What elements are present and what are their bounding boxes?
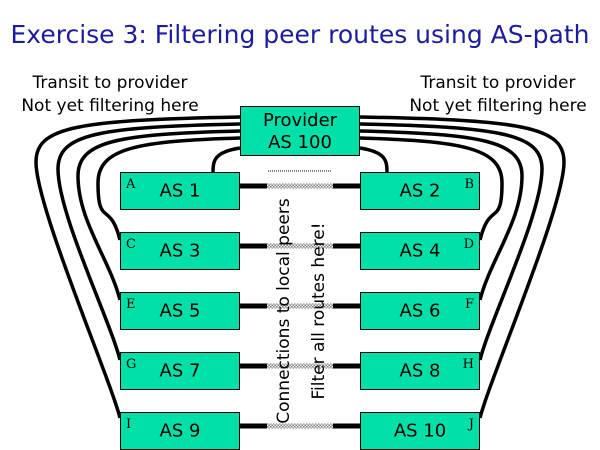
left-box-e: E AS 5	[120, 292, 240, 330]
box-label: AS 3	[159, 240, 201, 262]
transit-left-i	[34, 115, 241, 419]
transit-right-h	[359, 122, 544, 361]
peer-link-2-seg1	[267, 243, 333, 249]
peer-link-3-seg1	[267, 303, 333, 309]
transit-right-f	[359, 129, 524, 301]
provider-box: Provider AS 100	[240, 106, 360, 156]
peer-link-5-seg0	[240, 423, 267, 429]
box-label: AS 8	[399, 360, 441, 382]
note-right-line2: Not yet filtering here	[409, 96, 587, 116]
note-left-line1: Transit to provider	[32, 73, 188, 93]
transit-right-d	[359, 136, 504, 241]
peer-link-3-seg2	[333, 303, 360, 309]
note-right: Transit to provider Not yet filtering he…	[398, 72, 598, 118]
peer-link-4-seg2	[333, 363, 360, 369]
right-box-d: D AS 4	[360, 232, 480, 270]
provider-name: Provider	[262, 110, 338, 131]
box-label: AS 2	[399, 180, 441, 202]
provider-as: AS 100	[268, 132, 332, 153]
box-label: AS 1	[159, 180, 201, 202]
peer-link-4-seg1	[267, 363, 333, 369]
page-title: Exercise 3: Filtering peer routes using …	[10, 20, 590, 49]
filter-label: Filter all routes here!	[309, 222, 329, 400]
peer-link-4-seg0	[240, 363, 267, 369]
box-label: AS 4	[399, 240, 441, 262]
box-label: AS 7	[159, 360, 201, 382]
box-label: AS 10	[393, 420, 447, 442]
peer-link-2-seg2	[333, 243, 360, 249]
box-letter: E	[126, 297, 136, 312]
peer-link-2-seg0	[240, 243, 267, 249]
box-letter: B	[464, 177, 474, 192]
box-letter: C	[126, 237, 136, 252]
left-box-a: A AS 1	[120, 172, 240, 210]
right-box-j: J AS 10	[360, 412, 480, 450]
box-letter: J	[468, 417, 474, 432]
left-box-c: C AS 3	[120, 232, 240, 270]
box-label: AS 6	[399, 300, 441, 322]
link-provider-a	[211, 146, 241, 173]
transit-left-e	[76, 129, 241, 301]
box-letter: A	[126, 177, 136, 192]
peer-link-1-seg2	[333, 183, 360, 189]
transit-right-j	[359, 115, 566, 419]
box-letter: D	[463, 237, 474, 252]
peers-label: Connections to local peers	[274, 198, 294, 424]
note-right-line1: Transit to provider	[420, 73, 576, 93]
box-letter: F	[464, 297, 474, 312]
right-box-b: B AS 2	[360, 172, 480, 210]
right-box-h: H AS 8	[360, 352, 480, 390]
link-provider-b	[359, 146, 389, 173]
peer-link-5-seg2	[333, 423, 360, 429]
note-left-line2: Not yet filtering here	[21, 96, 199, 116]
box-letter: I	[126, 417, 132, 432]
left-box-i: I AS 9	[120, 412, 240, 450]
peer-link-3-seg0	[240, 303, 267, 309]
box-letter: H	[462, 357, 474, 372]
peer-link-1-seg0	[240, 183, 267, 189]
transit-left-g	[56, 122, 241, 361]
box-label: AS 5	[159, 300, 201, 322]
peer-link-5-seg1	[267, 423, 333, 429]
left-box-g: G AS 7	[120, 352, 240, 390]
box-letter: G	[126, 357, 137, 372]
right-box-f: F AS 6	[360, 292, 480, 330]
note-left: Transit to provider Not yet filtering he…	[10, 72, 210, 118]
transit-left-c	[96, 136, 241, 241]
box-label: AS 9	[159, 420, 201, 442]
peer-link-1-seg1	[267, 183, 333, 189]
